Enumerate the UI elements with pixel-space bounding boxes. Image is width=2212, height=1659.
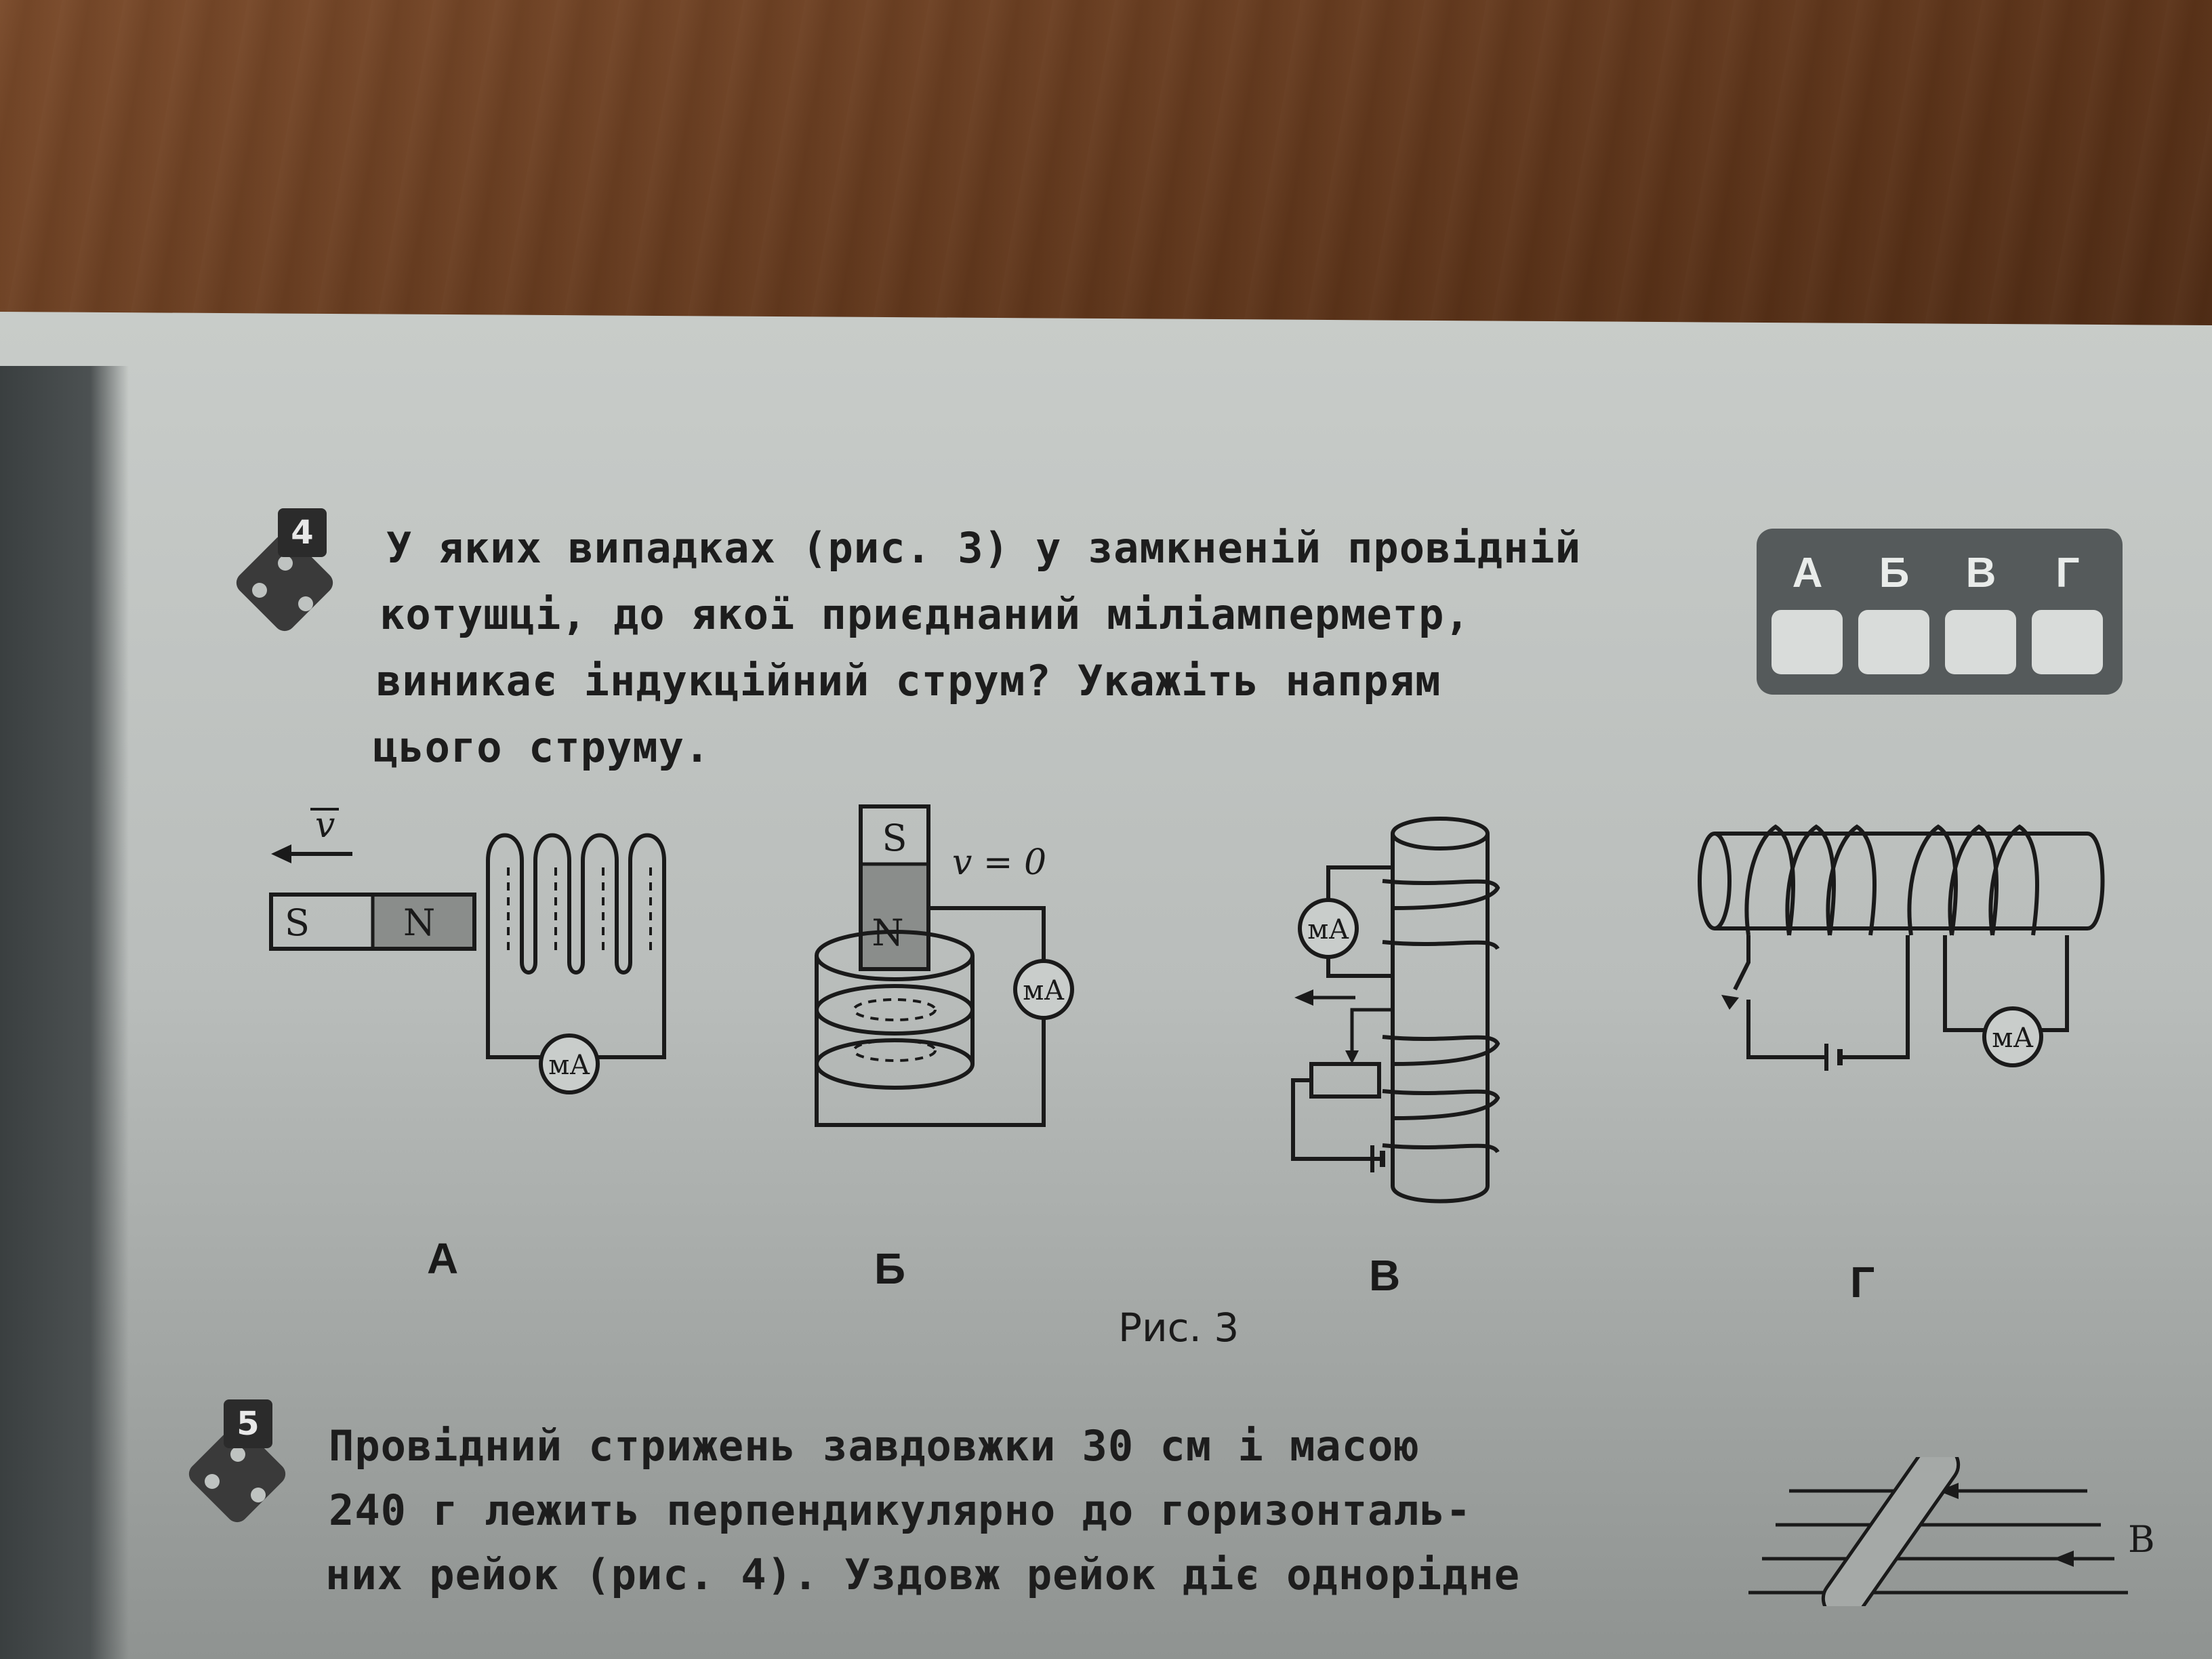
figure-4-rails: B <box>1748 1457 2155 1606</box>
figure-a-diagram: v S N мА <box>269 805 666 1094</box>
figure-b-diagram: S N v = 0 мА <box>815 804 1074 1127</box>
switch <box>1733 935 1910 1059</box>
answer-cell-a[interactable] <box>1771 610 1843 674</box>
figure-caption: Рис. 3 <box>1118 1305 1240 1351</box>
task-5-line-2: 240 г лежить перпендикулярно до горизонт… <box>329 1486 1472 1535</box>
dice-dot-icon <box>298 596 313 611</box>
milliammeter-icon <box>1013 959 1074 1020</box>
meter-label: мА <box>1992 1023 2033 1054</box>
dice-dot-icon <box>230 1447 245 1462</box>
figure-label-b: Б <box>874 1244 905 1293</box>
dice-dot-icon <box>251 1488 266 1502</box>
dice-dot-icon <box>278 556 293 571</box>
vertical-magnet <box>859 804 930 971</box>
task-5-line-3: них рейок (рис. 4). Уздовж рейок діє одн… <box>325 1550 1521 1599</box>
answer-letter-b: Б <box>1879 550 1910 596</box>
rheostat <box>1309 1062 1381 1099</box>
dice-dot-icon <box>252 583 267 598</box>
meter-label: мА <box>1023 975 1064 1006</box>
velocity-zero-label: v = 0 <box>952 842 1046 883</box>
task-4-number: 4 <box>278 508 327 557</box>
answer-cell-d[interactable] <box>2032 610 2103 674</box>
task-4-line-4: цього струму. <box>373 722 711 772</box>
answer-grid: А Б В Г <box>1757 529 2123 695</box>
meter-label: мА <box>548 1050 590 1081</box>
coil-winding <box>1744 824 2039 936</box>
field-label: B <box>2128 1518 2155 1561</box>
milliammeter-icon <box>539 1033 600 1094</box>
coil <box>486 833 666 989</box>
conducting-rod <box>1821 1457 1961 1606</box>
answer-letter-a: А <box>1792 550 1823 596</box>
task-5-line-1: Провідний стрижень завдовжки 30 см і мас… <box>329 1421 1420 1471</box>
pole-s-label: S <box>285 901 310 944</box>
pole-s-label: S <box>882 817 907 859</box>
figure-d-diagram: мА <box>1698 824 2105 1071</box>
wooden-table <box>0 0 2212 325</box>
figure-label-d: Г <box>1850 1258 1875 1307</box>
answer-letter-d: Г <box>2055 550 2080 596</box>
milliammeter-icon <box>1982 1006 2043 1067</box>
answer-letter-c: В <box>1965 550 1996 596</box>
dice-dot-icon <box>205 1474 220 1489</box>
figure-c-diagram: мА <box>1291 817 1500 1204</box>
meter-label: мА <box>1307 914 1349 945</box>
velocity-label: v <box>315 805 335 846</box>
figure-label-c: В <box>1369 1251 1401 1300</box>
answer-cell-c[interactable] <box>1945 610 2016 674</box>
figure-label-a: А <box>427 1234 459 1283</box>
page-edge-shadow <box>0 366 129 1659</box>
coil-winding <box>1382 879 1500 1153</box>
task-5-number: 5 <box>224 1399 272 1448</box>
task-4-line-1: У яких випадках (рис. 3) у замкненій про… <box>386 523 1582 573</box>
pole-n-label: N <box>403 901 435 944</box>
answer-cell-b[interactable] <box>1858 610 1929 674</box>
milliammeter-icon <box>1298 898 1359 959</box>
task-4-line-2: котушці, до якої приєднаний міліампермет… <box>380 590 1471 639</box>
task-4-line-3: виникає індукційний струм? Укажіть напря… <box>376 656 1441 705</box>
solenoid-core <box>1391 817 1490 1204</box>
